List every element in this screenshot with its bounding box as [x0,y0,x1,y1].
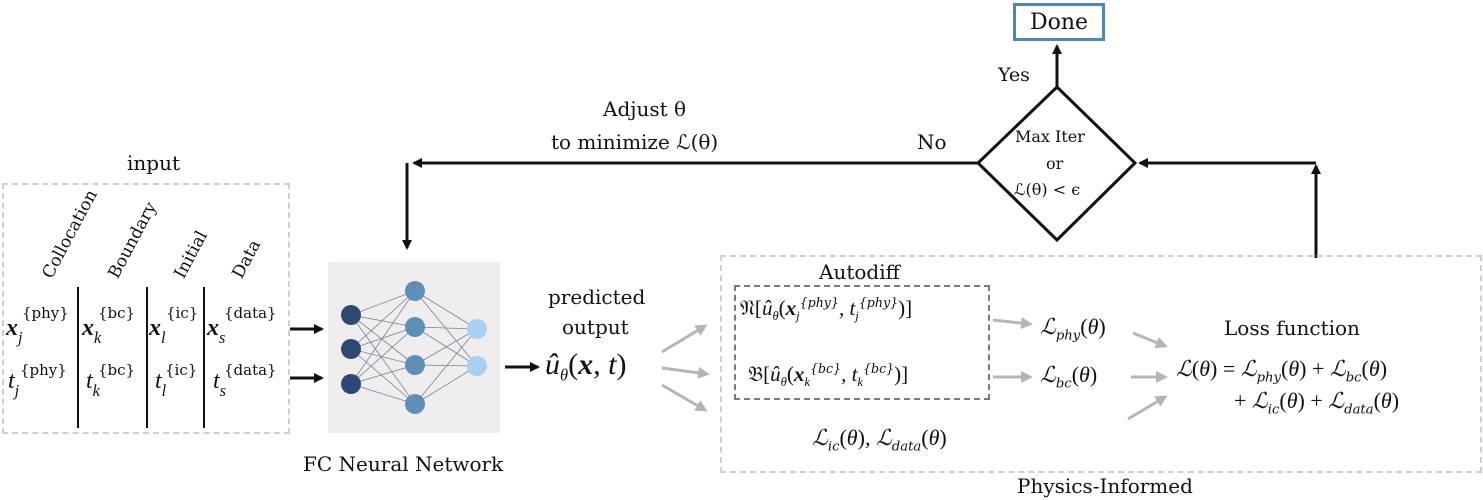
done-label: Done [1029,9,1089,35]
nn-input-node-2 [341,339,361,359]
adjust-theta-label: Adjust θ [603,97,687,121]
nn-input-node-1 [341,305,361,325]
nn-output-node-1 [467,319,487,339]
input-x-initial-sup: {ic} [166,304,199,322]
input-t-data-sup: {data} [224,361,277,379]
decision-loss-condition: ℒ(θ) < ϵ [1014,180,1081,199]
nn-hidden-node-1 [405,281,425,301]
autodiff-label: Autodiff [819,260,900,284]
nn-label: FC Neural Network [303,452,504,476]
physics-informed-label: Physics-Informed [1017,474,1193,498]
physics-informed-box [720,255,1482,473]
decision-diamond [975,84,1138,243]
done-box: Done [1013,3,1105,41]
loss-function-label: Loss function [1224,316,1360,340]
no-label: No [917,130,947,154]
loss-phy: ℒphy(θ) [1040,314,1106,344]
input-x-collocation: xj [6,315,23,348]
input-t-initial-sup: {ic} [165,361,198,379]
nn-hidden-node-2 [405,317,425,337]
column-divider-1 [77,287,79,428]
decision-or: or [1046,154,1064,173]
output-label: output [562,315,629,339]
nn-hidden-node-3 [405,355,425,375]
input-title: input [127,151,180,175]
input-x-boundary: xk [82,315,102,348]
minimize-loss-label: to minimize ℒ(θ) [551,130,719,154]
arrow-output-to-ic-data [661,383,708,412]
loss-ic-data: ℒic(θ), ℒdata(θ) [812,425,947,455]
input-t-boundary: tk [86,368,100,401]
decision-max-iter: Max Iter [1015,127,1085,146]
loss-total-line1: ℒ(θ) = ℒphy(θ) + ℒbc(θ) [1176,356,1388,386]
predicted-expression: ûθ(x, t) [545,348,627,385]
input-x-initial: xl [149,315,166,348]
input-x-data-sup: {data} [224,304,277,322]
yes-label: Yes [998,64,1030,86]
input-t-collocation-sup: {phy} [20,361,67,379]
operator-b-expression: 𝔅[ûθ(xk{bc}, tk{bc})] [748,361,909,390]
operator-n-expression: 𝔑[ûθ(xj{phy}, tj{phy})] [740,295,913,324]
input-x-data: xs [207,315,226,348]
loss-bc: ℒbc(θ) [1040,362,1098,392]
column-divider-3 [203,287,205,428]
loss-total-line2: + ℒic(θ) + ℒdata(θ) [1234,388,1400,418]
nn-hidden-node-4 [405,394,425,414]
arrow-icdata-to-total [1127,395,1168,421]
input-t-boundary-sup: {bc} [98,361,136,379]
nn-output-node-2 [467,356,487,376]
predicted-label: predicted [548,285,646,309]
autodiff-box [734,285,990,400]
input-x-collocation-sup: {phy} [22,304,69,322]
input-t-collocation: tj [8,368,20,401]
column-divider-2 [146,287,148,428]
input-box [2,183,290,434]
nn-input-node-3 [341,374,361,394]
arrow-output-to-autodiff-b [661,366,710,379]
input-x-boundary-sup: {bc} [98,304,136,322]
arrow-n-to-lphy [992,317,1033,329]
input-t-data: ts [213,368,227,401]
arrow-lphy-to-total [1132,331,1168,349]
arrow-output-to-autodiff-n [661,324,708,354]
input-t-initial: tl [155,368,167,401]
